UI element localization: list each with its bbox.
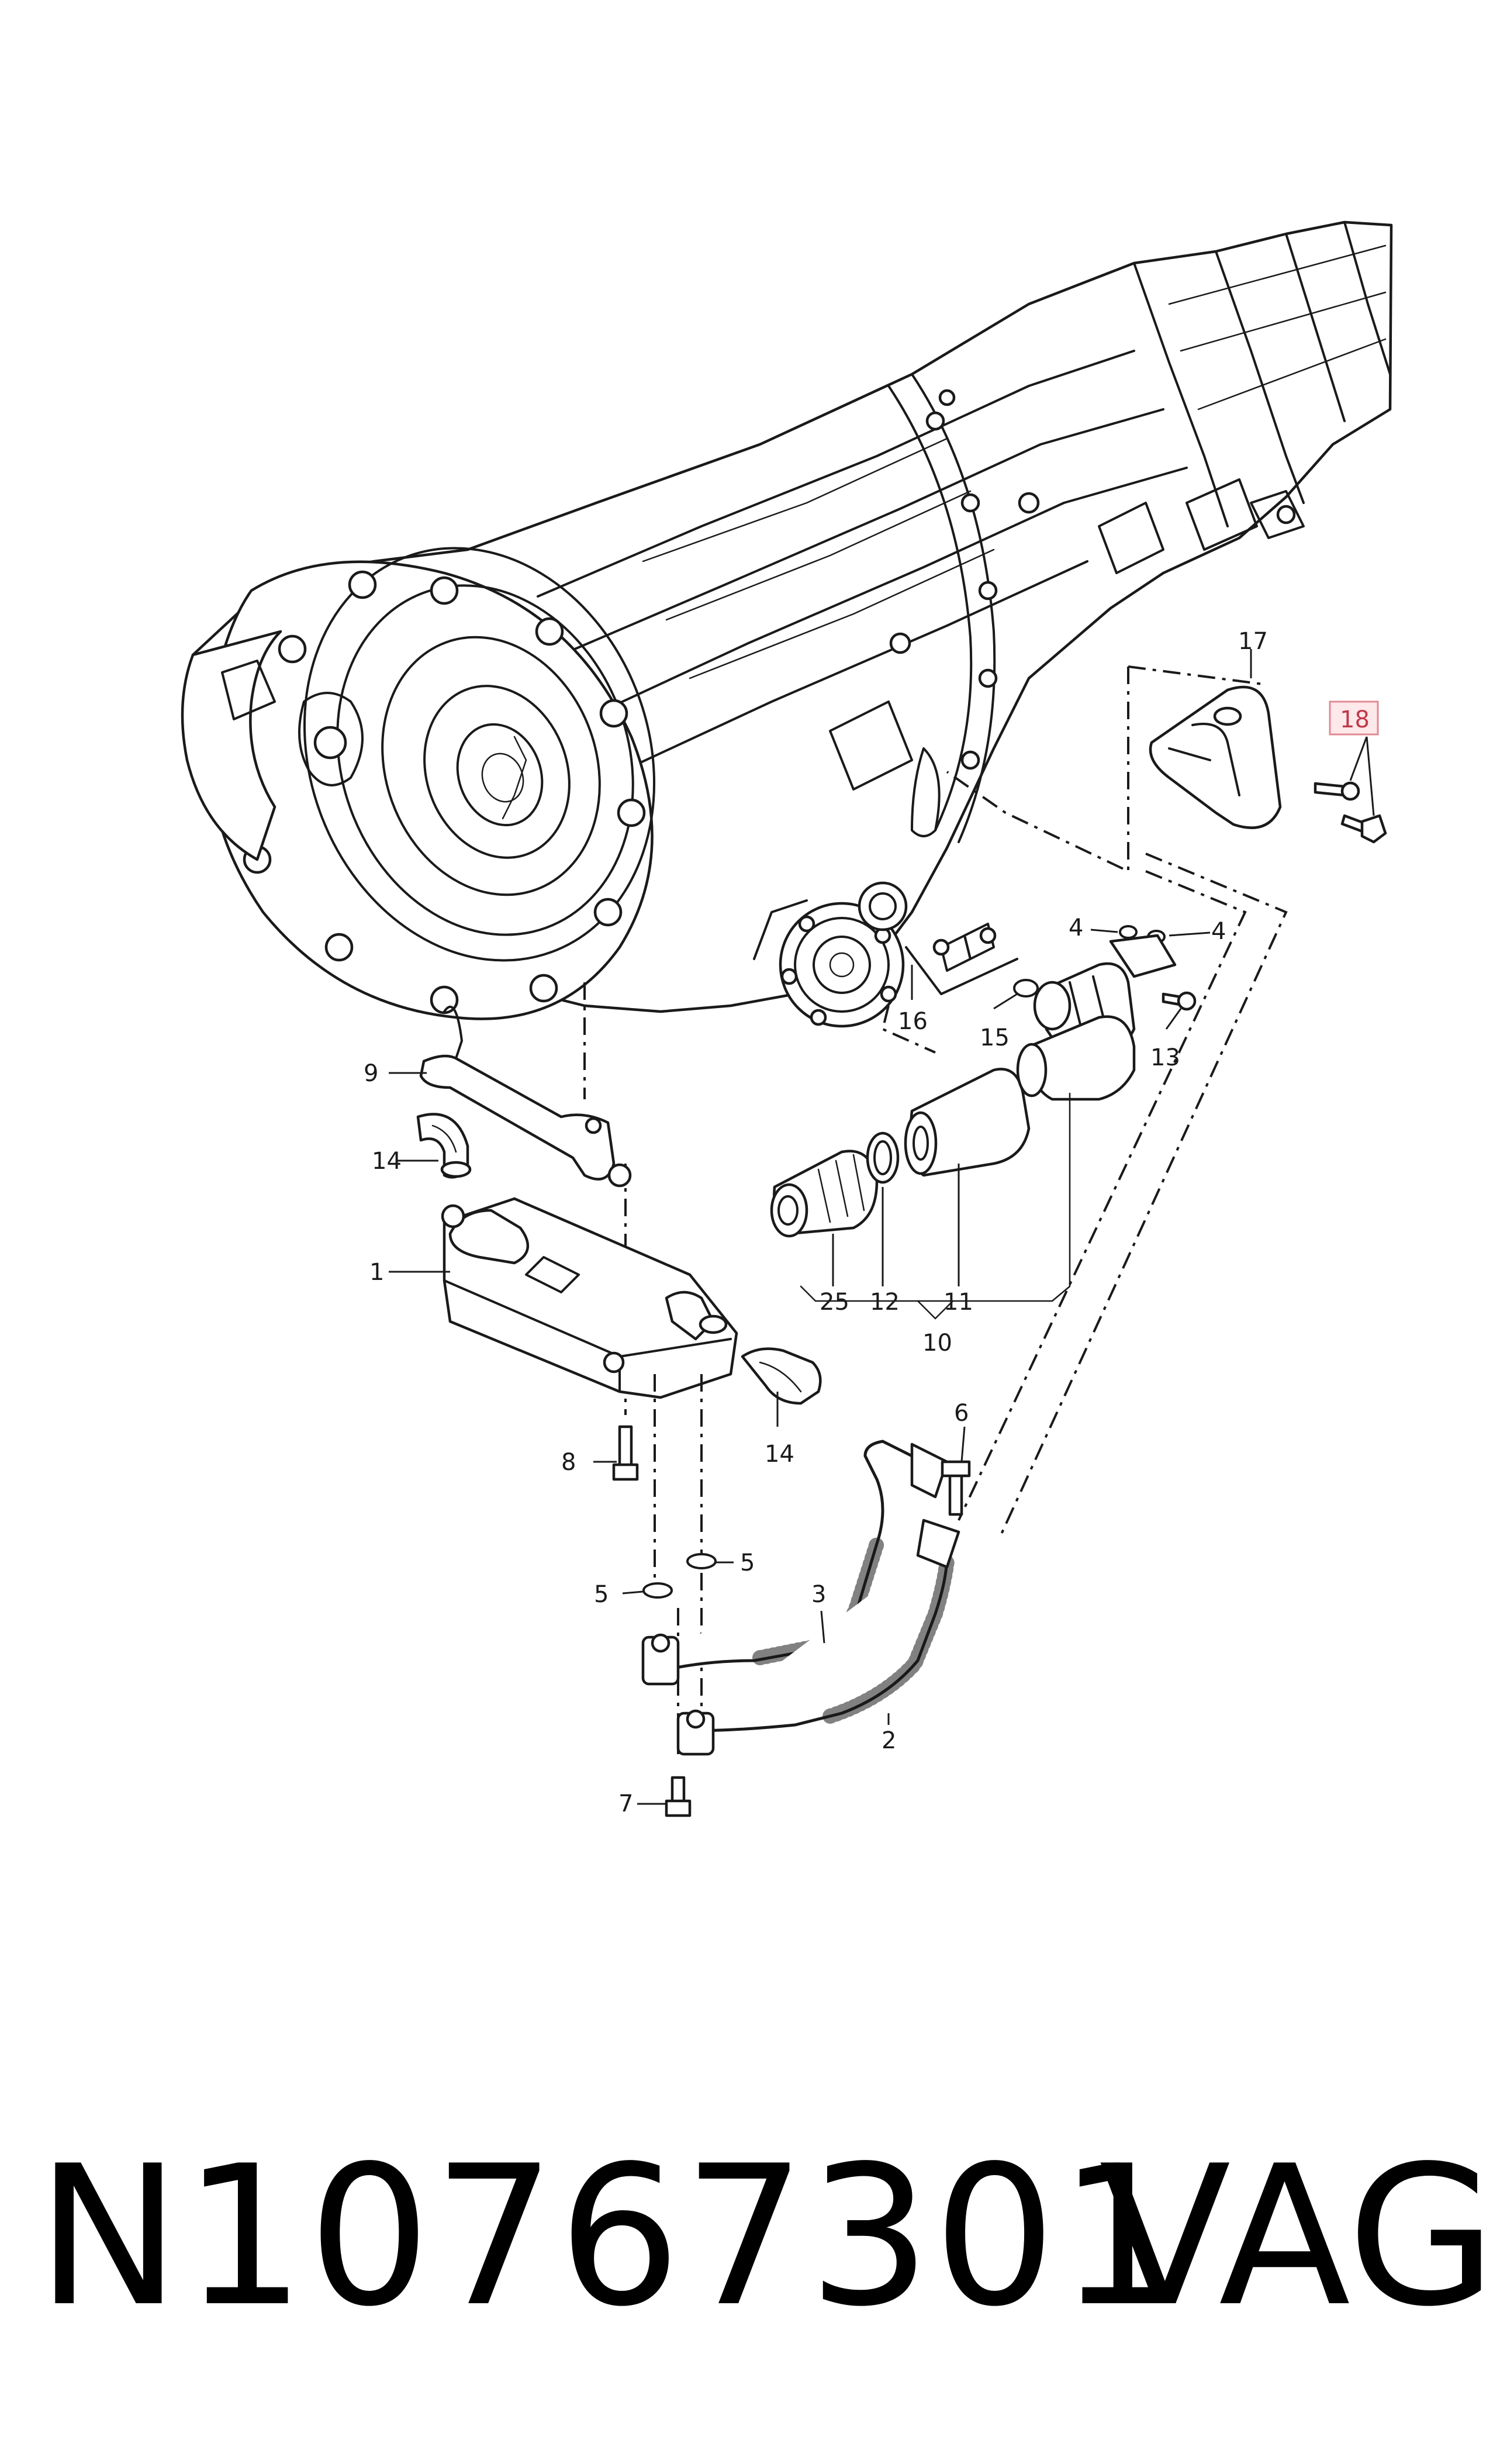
bolt-8: [612, 1425, 639, 1481]
callout-leaders: [389, 649, 1375, 1805]
callout-12: 12: [870, 1289, 900, 1316]
callout-3: 3: [811, 1581, 826, 1608]
bracket-9: [419, 1005, 632, 1188]
front-flange: [181, 630, 364, 861]
highlight-box-18: [1329, 700, 1379, 736]
filter-group-10: [770, 1015, 1136, 1320]
callout-14-upper: 14: [372, 1148, 402, 1175]
callout-17: 17: [1238, 628, 1268, 655]
callout-6: 6: [954, 1400, 969, 1427]
bracket-17: [1149, 685, 1282, 829]
callout-2: 2: [882, 1727, 896, 1754]
callout-1: 1: [369, 1259, 384, 1286]
callout-labels: 17 18 4 4 13 15 16 9 14 1 25 12 11 10 14…: [364, 628, 1370, 1817]
bolts-18: [1314, 781, 1387, 844]
callout-18: 18: [1340, 706, 1370, 733]
brand-name: VAG: [1099, 2124, 1497, 2349]
callout-5-left: 5: [594, 1581, 609, 1608]
output-flange: [753, 881, 908, 1028]
dash-lines: [583, 665, 1288, 1538]
oil-lines-2-3: [641, 1440, 960, 1756]
callout-13: 13: [1150, 1044, 1180, 1071]
callout-9: 9: [364, 1060, 378, 1087]
callout-11: 11: [943, 1289, 973, 1316]
clips-5: [642, 1374, 717, 1754]
callout-25: 25: [820, 1289, 849, 1316]
callout-4-left: 4: [1069, 914, 1083, 941]
callout-4-right: 4: [1211, 918, 1226, 945]
callout-14-lower: 14: [765, 1441, 794, 1468]
hose-elbow-14-lower: [741, 1347, 822, 1405]
callout-5-right: 5: [740, 1550, 755, 1576]
part-number: N10767301: [36, 2124, 1184, 2349]
hose-elbow-14-upper: [416, 1113, 472, 1179]
oil-cooler-1: [441, 1197, 738, 1399]
callout-15: 15: [980, 1024, 1010, 1051]
bolt-6: [941, 1460, 971, 1516]
callout-16: 16: [898, 1008, 928, 1035]
exploded-parts-diagram: 17 18 4 4 13 15 16 9 14 1 25 12 11 10 14…: [181, 220, 1393, 1817]
bolt-7: [665, 1776, 692, 1817]
callout-10: 10: [922, 1330, 952, 1357]
callout-8: 8: [561, 1449, 576, 1476]
callout-7: 7: [618, 1790, 633, 1817]
